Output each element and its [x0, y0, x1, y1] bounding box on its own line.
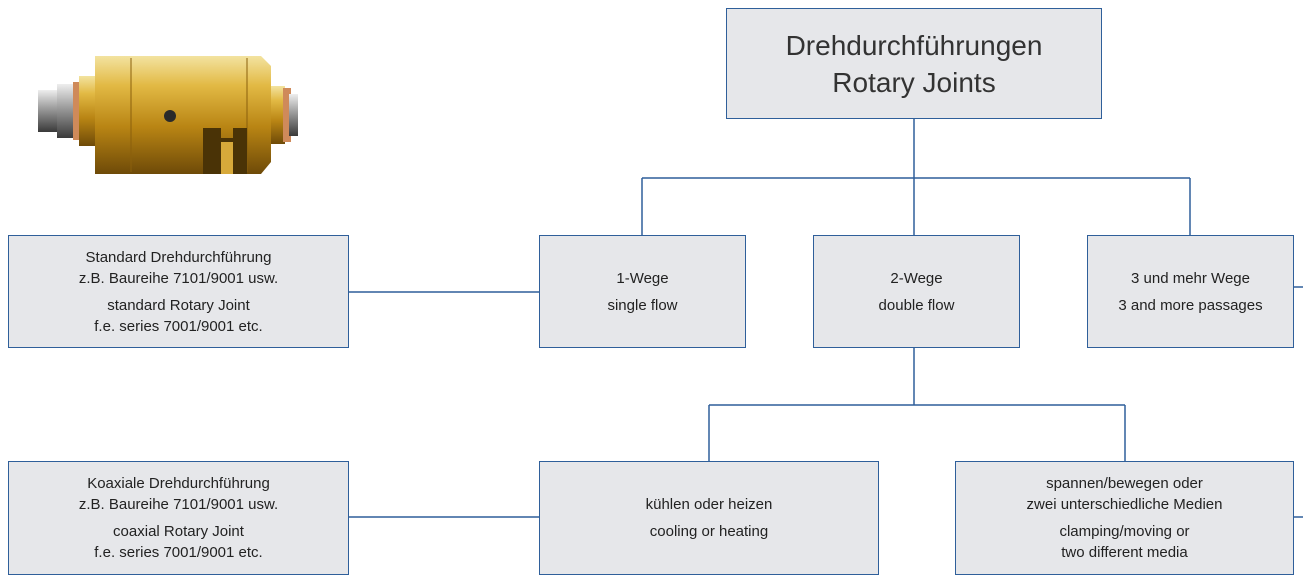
node-multi-flow: 3 und mehr Wege 3 and more passages: [1087, 235, 1294, 348]
clamping-en-line2: two different media: [1061, 544, 1188, 561]
root-node-rotary-joints: Drehdurchführungen Rotary Joints: [726, 8, 1102, 119]
coaxial-de-line1: Koaxiale Drehdurchführung: [87, 475, 270, 492]
cooling-en: cooling or heating: [649, 523, 769, 540]
standard-de-line1: Standard Drehdurchführung: [85, 248, 272, 266]
double-flow-en: double flow: [878, 296, 955, 314]
coaxial-en-line2: f.e. series 7001/9001 etc.: [94, 544, 263, 561]
single-flow-de: 1-Wege: [616, 269, 669, 287]
root-title-de: Drehdurchführungen: [785, 29, 1043, 61]
single-flow-en: single flow: [607, 296, 678, 314]
node-coaxial-rotary-joint: Koaxiale Drehdurchführung z.B. Baureihe …: [8, 461, 349, 575]
coaxial-de-line2: z.B. Baureihe 7101/9001 usw.: [78, 496, 279, 513]
standard-en-line2: f.e. series 7001/9001 etc.: [94, 317, 263, 335]
cooling-de: kühlen oder heizen: [645, 496, 773, 513]
node-clamping-or-two-media: spannen/bewegen oder zwei unterschiedlic…: [955, 461, 1294, 575]
multi-flow-en: 3 and more passages: [1118, 296, 1263, 314]
rotary-joint-icon: [38, 56, 298, 174]
node-single-flow: 1-Wege single flow: [539, 235, 746, 348]
standard-de-line2: z.B. Baureihe 7101/9001 usw.: [78, 269, 279, 287]
node-cooling-or-heating: kühlen oder heizen cooling or heating: [539, 461, 879, 575]
double-flow-de: 2-Wege: [890, 269, 943, 287]
clamping-en-line1: clamping/moving or: [1059, 523, 1190, 540]
root-title-en: Rotary Joints: [832, 66, 996, 98]
node-standard-rotary-joint: Standard Drehdurchführung z.B. Baureihe …: [8, 235, 349, 348]
standard-en-line1: standard Rotary Joint: [107, 296, 250, 314]
clamping-de-line1: spannen/bewegen oder: [1046, 475, 1203, 492]
multi-flow-de: 3 und mehr Wege: [1131, 269, 1250, 287]
clamping-de-line2: zwei unterschiedliche Medien: [1026, 496, 1223, 513]
coaxial-en-line1: coaxial Rotary Joint: [113, 523, 244, 540]
node-double-flow: 2-Wege double flow: [813, 235, 1020, 348]
